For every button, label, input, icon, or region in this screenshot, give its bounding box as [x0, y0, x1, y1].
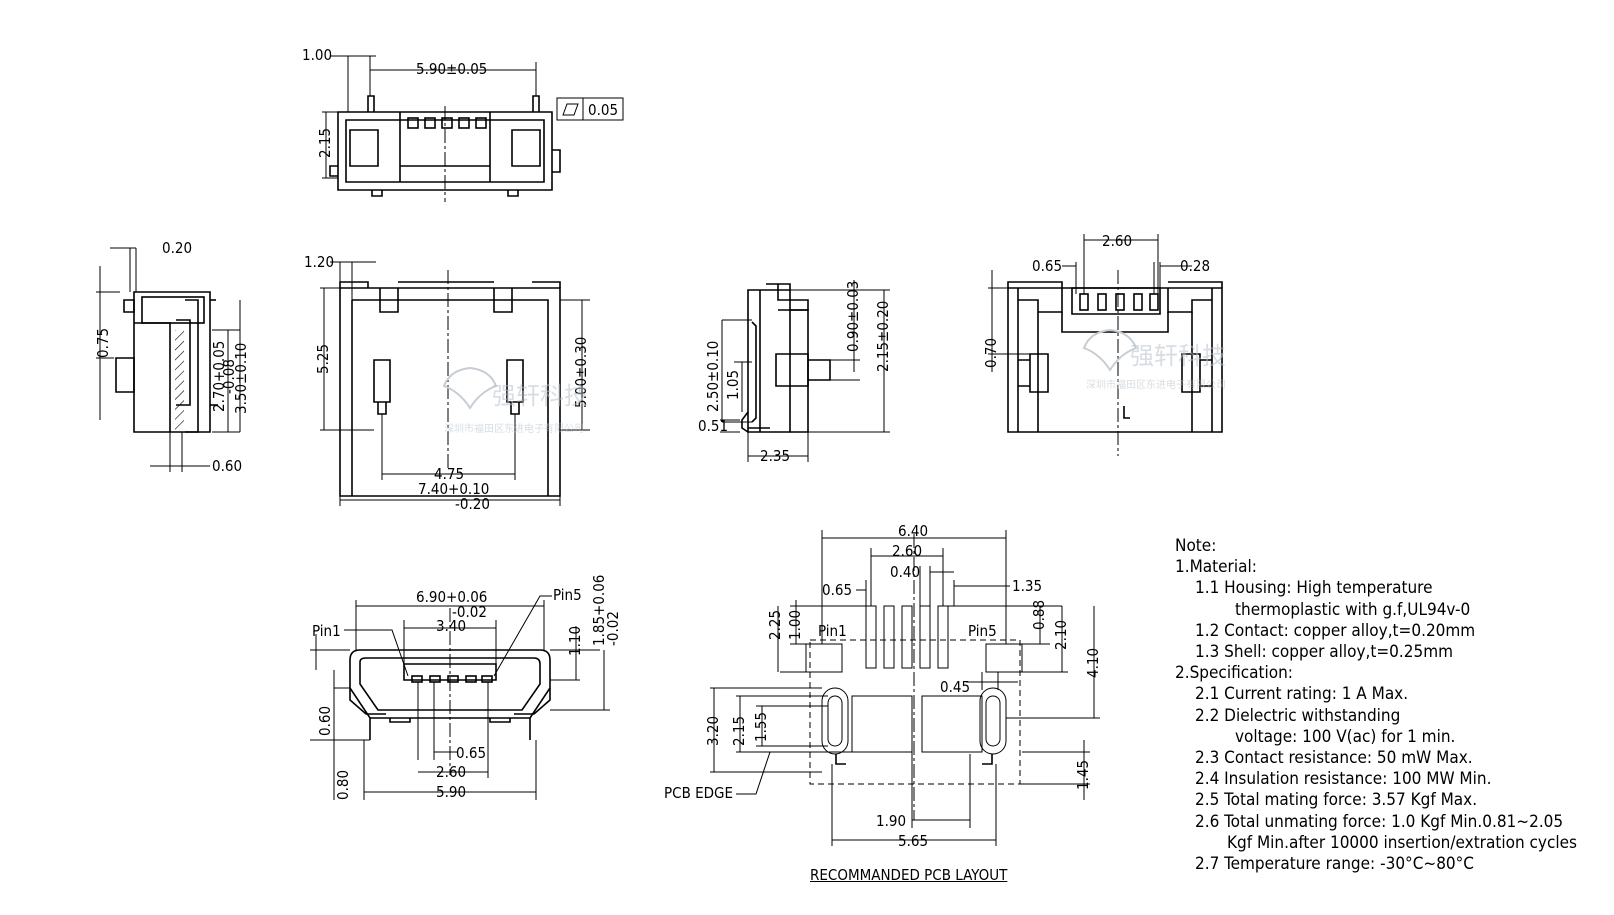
- notes-line: 2.Specification:: [1175, 663, 1293, 684]
- rside-dim-105: 1.05: [724, 370, 742, 400]
- mate-dim-260: 2.60: [436, 763, 466, 781]
- side-dim-350: 3.50±0.10: [232, 343, 250, 414]
- pcb-layout: 6.40 2.60 0.40 0.65 1.35 1.00 2.25 Pin1 …: [664, 522, 1102, 850]
- mate-dim-060: 0.60: [316, 706, 334, 736]
- notes-line: 2.2 Dielectric withstanding: [1195, 705, 1401, 726]
- watermark-sub-text: 深圳市福田区东进电子有限公司: [444, 422, 584, 435]
- side-dim-thickness: 0.20: [162, 239, 192, 257]
- watermark-center: 强轩科技 深圳市福田区东进电子有限公司: [442, 366, 588, 435]
- pcb-dim-320: 3.20: [704, 716, 722, 746]
- mate-pin1: Pin1: [312, 622, 341, 640]
- rside-dim-235: 2.35: [760, 447, 790, 465]
- notes-line: thermoplastic with g.f,UL94v-0: [1235, 599, 1471, 620]
- notes-panel: Note: 1.Material: 1.1 Housing: High temp…: [1175, 536, 1610, 875]
- notes-title: Note:: [1175, 536, 1217, 556]
- pcb-dim-215: 2.15: [730, 716, 748, 746]
- pcb-dim-088: 0.88: [1030, 600, 1048, 630]
- rside-dim-090: 0.90±0.03: [844, 281, 862, 352]
- mate-dim-340: 3.40: [436, 617, 466, 635]
- top-dim-height: 2.15: [316, 128, 334, 158]
- back-dim-070: 0.70: [982, 338, 1000, 368]
- notes-line: 1.1 Housing: High temperature: [1195, 578, 1433, 599]
- top-view: 1.00 5.90±0.05 0.05 2.15: [302, 46, 624, 202]
- top-dim-2: 5.90±0.05: [416, 60, 487, 78]
- left-side-section: 0.20 0.75 2.70+0.05 -0.08 3.50±0.10 0.60: [94, 239, 250, 475]
- pcb-dim-135: 1.35: [1012, 577, 1042, 595]
- pcb-dim-100: 1.00: [786, 610, 804, 640]
- side-dim-270: 2.70+0.05: [210, 341, 228, 412]
- top-dim-1: 1.00: [302, 46, 332, 64]
- mate-pin5: Pin5: [553, 586, 582, 604]
- mate-dim-065: 0.65: [456, 744, 486, 762]
- front-dim-740: 7.40+0.10: [418, 480, 489, 498]
- side-dim-060: 0.60: [212, 457, 242, 475]
- pcb-edge-label: PCB EDGE: [664, 784, 733, 802]
- pcb-dim-225: 2.25: [766, 610, 784, 640]
- pcb-dim-040: 0.40: [890, 563, 920, 581]
- mate-dim-690: 6.90+0.06: [416, 588, 487, 606]
- notes-line: 2.5 Total mating force: 3.57 Kgf Max.: [1195, 790, 1478, 811]
- pcb-pin1: Pin1: [818, 622, 847, 640]
- mate-dim-590: 5.90: [436, 783, 466, 801]
- watermark-right: 强轩科技 深圳市福田区东进电子有限公司: [1082, 328, 1226, 391]
- watermark-logo-text-2: 强轩科技: [1130, 342, 1226, 370]
- pcb-dim-145: 1.45: [1074, 760, 1092, 790]
- side-dim-075: 0.75: [94, 328, 112, 358]
- notes-line: 2.6 Total unmating force: 1.0 Kgf Min.0.…: [1195, 811, 1564, 832]
- pcb-layout-caption: RECOMMANDED PCB LAYOUT: [810, 866, 1008, 884]
- front-dim-120: 1.20: [304, 253, 334, 271]
- pcb-pin5: Pin5: [968, 622, 997, 640]
- pcb-dim-640: 6.40: [898, 522, 928, 540]
- notes-line: Kgf Min.after 10000 insertion/extration …: [1227, 832, 1577, 853]
- pcb-dim-410: 4.10: [1084, 648, 1102, 678]
- mate-dim-185-tol: -0.02: [604, 611, 622, 646]
- front-dim-740-tol: -0.20: [455, 495, 490, 513]
- notes-line: 1.3 Shell: copper alloy,t=0.25mm: [1195, 642, 1454, 663]
- front-dim-525: 5.25: [314, 344, 332, 374]
- pcb-dim-190: 1.90: [876, 812, 906, 830]
- notes-line: 1.2 Contact: copper alloy,t=0.20mm: [1195, 620, 1476, 641]
- back-view: 2.60 0.65 0.28 0.70: [982, 232, 1223, 456]
- back-dim-260: 2.60: [1102, 232, 1132, 250]
- notes-line: 1.Material:: [1175, 557, 1257, 578]
- side-dim-270-tol: -0.08: [220, 359, 238, 394]
- mate-dim-110: 1.10: [566, 626, 584, 656]
- mating-face-view: 6.90+0.06 -0.02 3.40 Pin5 Pin1 1.10 1.85…: [310, 575, 622, 801]
- mate-dim-690-tol: -0.02: [452, 603, 487, 621]
- front-dim-475: 4.75: [434, 465, 464, 483]
- rside-dim-250: 2.50±0.10: [704, 341, 722, 412]
- notes-line: 2.1 Current rating: 1 A Max.: [1195, 684, 1409, 705]
- pcb-dim-065: 0.65: [822, 581, 852, 599]
- pcb-dim-045: 0.45: [940, 678, 970, 696]
- pcb-dim-565: 5.65: [898, 832, 928, 850]
- flatness-value: 0.05: [588, 101, 618, 119]
- watermark-sub-text-2: 深圳市福田区东进电子有限公司: [1086, 378, 1226, 391]
- mate-dim-080: 0.80: [334, 770, 352, 800]
- watermark-logo-text: 强轩科技: [492, 382, 588, 410]
- back-dim-065: 0.65: [1032, 257, 1062, 275]
- rside-dim-051: 0.51: [698, 417, 728, 435]
- notes-line: 2.3 Contact resistance: 50 mW Max.: [1195, 748, 1473, 769]
- notes-line: voltage: 100 V(ac) for 1 min.: [1235, 726, 1456, 747]
- pcb-dim-155: 1.55: [752, 712, 770, 742]
- notes-line: 2.4 Insulation resistance: 100 MW Min.: [1195, 769, 1492, 790]
- front-dim-500: 5.00±0.30: [572, 337, 590, 408]
- right-side-view: 0.90±0.03 2.15±0.20 2.50±0.10 1.05 0.51 …: [698, 280, 892, 465]
- pcb-dim-260: 2.60: [892, 542, 922, 560]
- mate-dim-185: 1.85+0.06: [590, 575, 608, 646]
- rside-dim-215: 2.15±0.20: [874, 301, 892, 372]
- notes-line: 2.7 Temperature range: -30°C~80°C: [1195, 854, 1474, 875]
- back-dim-028: 0.28: [1180, 257, 1210, 275]
- front-view: 1.20 5.25 5.00±0.30 4.75 7.40+0.10 -0.20: [304, 253, 590, 513]
- pcb-dim-210: 2.10: [1052, 620, 1070, 650]
